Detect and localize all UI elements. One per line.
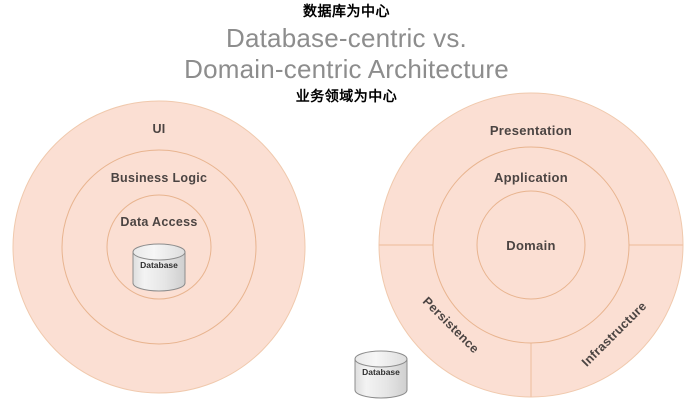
- ring-application-label: Application: [494, 170, 568, 185]
- title-block: 数据库为中心 Database-centric vs. Domain-centr…: [0, 0, 693, 106]
- cylinder-top: [132, 243, 186, 261]
- ring-ui-label: UI: [152, 122, 165, 136]
- cylinder-label: Database: [140, 260, 178, 270]
- page-title-line-1: Database-centric vs.: [226, 23, 467, 53]
- domain-centric-annotation: 业务领域为中心: [295, 89, 398, 105]
- left-diagram-database-centric: UI Business Logic Data Access Database: [12, 100, 306, 394]
- page-title: Database-centric vs. Domain-centric Arch…: [0, 23, 693, 85]
- cylinder-body: [132, 251, 186, 292]
- ring-business-logic-label: Business Logic: [111, 171, 208, 185]
- ring-data-access-label: Data Access: [120, 215, 197, 229]
- right-diagram-domain-centric: Presentation Application Domain Persiste…: [378, 92, 684, 398]
- ring-presentation-label: Presentation: [490, 123, 572, 138]
- page-title-line-2: Domain-centric Architecture: [184, 54, 509, 84]
- cylinder-body: [354, 358, 408, 399]
- ring-domain-label: Domain: [506, 238, 555, 253]
- cylinder-top: [354, 350, 408, 368]
- left-database-cylinder: Database: [132, 243, 186, 292]
- bottom-database-cylinder: Database: [354, 350, 408, 399]
- cylinder-label: Database: [362, 367, 400, 377]
- database-centric-annotation: 数据库为中心: [303, 4, 390, 20]
- ring-domain-circle: [476, 190, 586, 300]
